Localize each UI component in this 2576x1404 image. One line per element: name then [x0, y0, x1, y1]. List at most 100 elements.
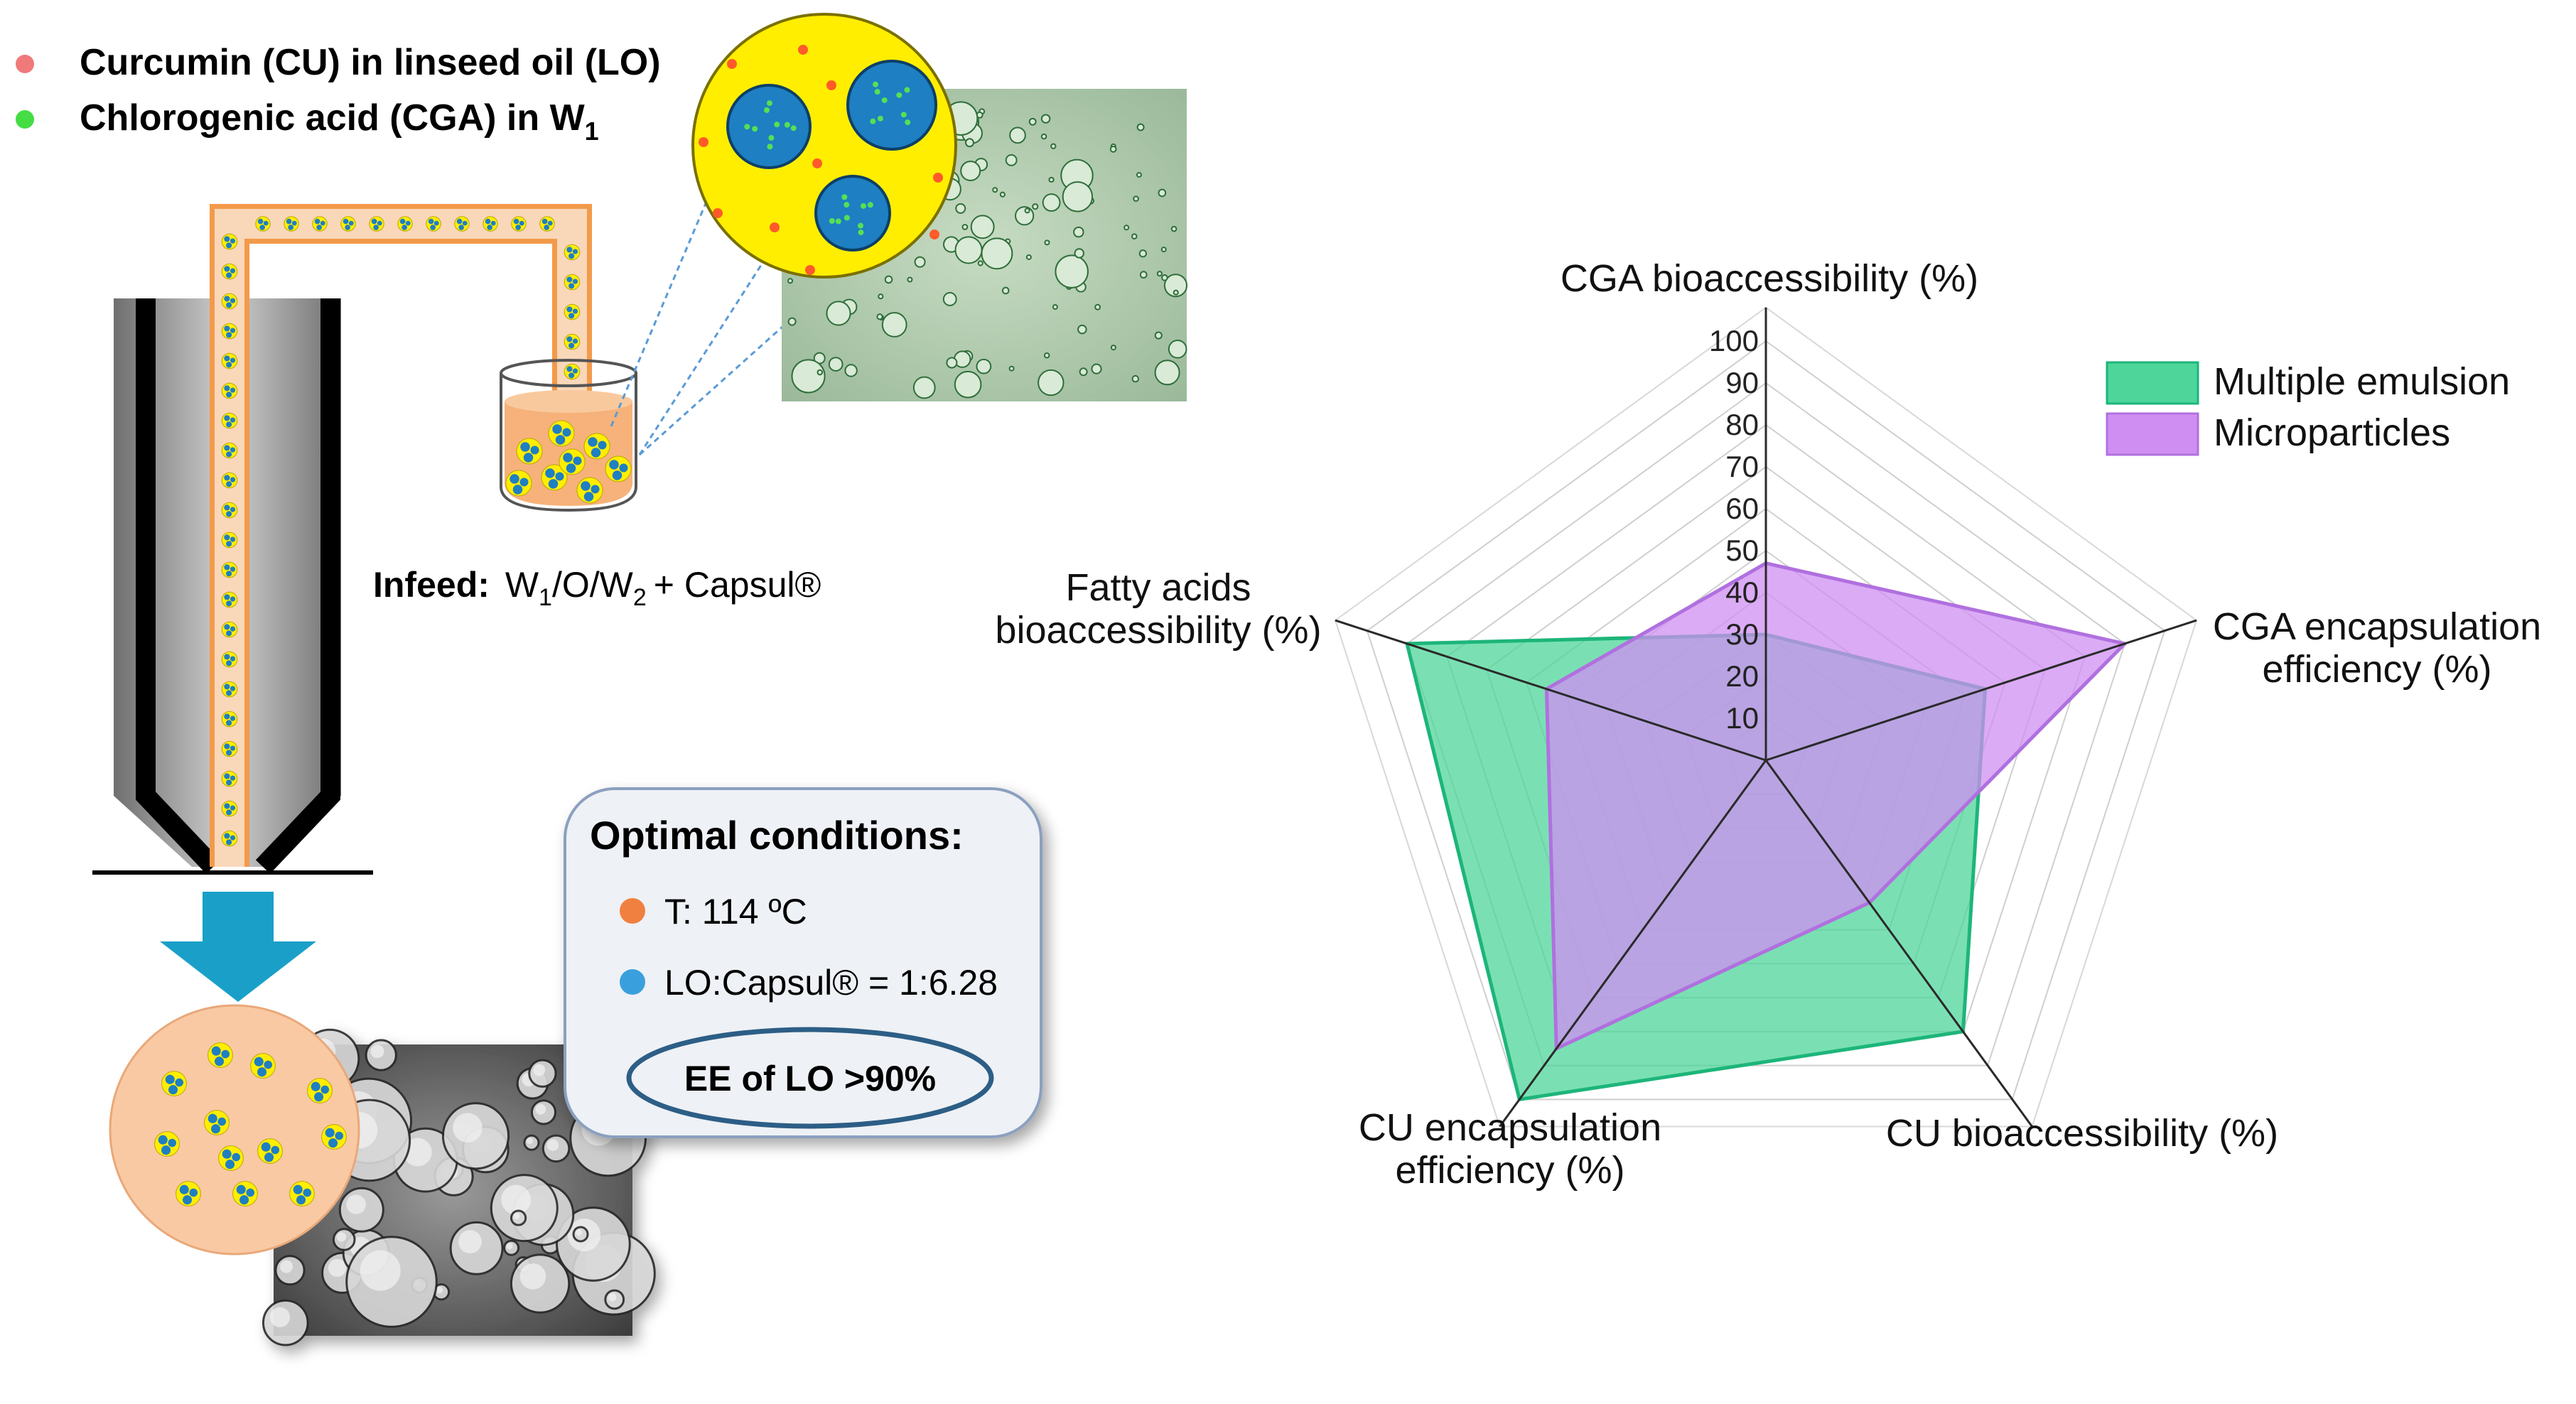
- curcumin-dot: [812, 158, 822, 168]
- composite-droplet-icon: [221, 293, 238, 310]
- radar-tick-label: 40: [1725, 576, 1759, 609]
- optimal-temperature: T: 114 ºC: [664, 892, 807, 932]
- composite-droplet-icon: [426, 216, 441, 232]
- nozzle-wall-left: [136, 298, 221, 874]
- composite-droplet-icon: [221, 323, 238, 340]
- optimal-title: Optimal conditions:: [590, 813, 964, 858]
- composite-droplet-icon: [204, 1110, 230, 1135]
- ratio-dot-icon: [620, 969, 645, 995]
- composite-droplet-icon: [397, 216, 413, 232]
- radar-axis-line: [1764, 760, 2033, 1128]
- curcumin-dot: [933, 173, 943, 183]
- zoom-connectors: [610, 177, 879, 456]
- composite-droplet-icon: [221, 800, 238, 817]
- composite-droplet-icon: [221, 263, 238, 280]
- curcumin-dot: [713, 208, 723, 218]
- curcumin-dot: [798, 45, 808, 55]
- composite-droplet-icon: [250, 1053, 276, 1079]
- composite-droplet-icon: [221, 502, 238, 519]
- microparticle-droplets: [154, 1042, 347, 1206]
- radar-tick-label: 10: [1725, 701, 1759, 735]
- beaker-glass: [500, 373, 637, 512]
- inner-water-droplet: [846, 60, 937, 151]
- beaker-droplets: [505, 420, 632, 504]
- composite-droplet-icon: [321, 1124, 347, 1150]
- nozzle-wall-right: [255, 298, 340, 874]
- composite-droplet-icon: [564, 303, 581, 320]
- composite-droplet-icon: [221, 740, 238, 757]
- composite-droplet-icon: [340, 216, 356, 232]
- curcumin-dot: [929, 230, 939, 239]
- composite-droplet-icon: [307, 1078, 333, 1103]
- microparticle-circle: [109, 1004, 360, 1256]
- radar-axis-line: [1335, 619, 1767, 762]
- microparticle: [109, 1004, 360, 1256]
- curcumin-dot: [805, 265, 815, 275]
- composite-droplet-icon: [176, 1181, 201, 1206]
- beaker: [500, 359, 637, 512]
- ee-text: EE of LO >90%: [684, 1059, 936, 1098]
- composite-droplet-icon: [369, 216, 384, 232]
- composite-droplet-icon: [257, 1138, 283, 1164]
- radar-axis-label: CU bioaccessibility (%): [1886, 1112, 2278, 1155]
- composite-droplet-icon: [218, 1145, 244, 1171]
- radar-tick-label: 70: [1725, 450, 1759, 483]
- composite-droplet-icon: [161, 1071, 187, 1096]
- composite-droplet-icon: [454, 216, 470, 232]
- composite-droplet-icon: [605, 455, 632, 482]
- composite-droplet-icon: [154, 1131, 180, 1157]
- curcumin-dot: [770, 222, 780, 232]
- composite-droplet-icon: [208, 1042, 233, 1068]
- radar-tick-label: 60: [1725, 492, 1759, 525]
- composite-droplet-icon: [564, 274, 581, 291]
- infeed-label: Infeed: W1/O/W2+ Capsul®: [373, 565, 821, 611]
- radar-tick-label: 50: [1725, 534, 1759, 567]
- composite-droplet-icon: [284, 216, 299, 232]
- composite-droplet-icon: [483, 216, 498, 232]
- ee-ellipse: [626, 1027, 994, 1129]
- tube-droplets: [221, 216, 581, 847]
- composite-droplet-icon: [221, 531, 238, 549]
- optimal-ratio: LO:Capsul® = 1:6.28: [664, 963, 998, 1003]
- composite-droplet-icon: [221, 233, 238, 250]
- optimal-box-bg: [564, 787, 1042, 1138]
- composite-droplet-icon: [539, 216, 555, 232]
- legend-cga-text: Chlorogenic acid (CGA) in W1: [80, 97, 599, 146]
- zoom-droplets: [699, 45, 943, 275]
- legend-curcumin-text: Curcumin (CU) in linseed oil (LO): [80, 42, 661, 83]
- radar-tick-label: 30: [1725, 617, 1759, 651]
- composite-droplet-icon: [221, 681, 238, 698]
- curcumin-dot: [699, 137, 708, 147]
- radar-outer-ring: [1334, 306, 2198, 1128]
- radar-tick-label: 100: [1709, 324, 1759, 357]
- inner-water-droplet: [814, 175, 891, 252]
- composite-droplet-icon: [576, 477, 603, 504]
- composite-droplet-icon: [221, 621, 238, 638]
- curcumin-dot: [826, 80, 836, 90]
- composite-droplet-icon: [221, 352, 238, 369]
- composite-droplet-icon: [516, 438, 543, 465]
- radar-grid-ring: [1366, 340, 2166, 1101]
- feed-tube: [210, 204, 592, 867]
- composite-droplet-icon: [564, 363, 581, 380]
- radar-grid-ring: [1406, 382, 2126, 1066]
- legend-swatch: [2106, 361, 2199, 405]
- radar-tick-label: 80: [1725, 408, 1759, 441]
- radar-tick-label: 90: [1725, 366, 1759, 399]
- curcumin-dot-icon: [16, 55, 34, 73]
- composite-droplet-icon: [232, 1181, 258, 1206]
- emulsion-zoom: [691, 13, 957, 279]
- ingredient-legend: Curcumin (CU) in linseed oil (LO) Chloro…: [16, 42, 661, 146]
- optimal-conditions-box: Optimal conditions: T: 114 ºC LO:Capsul®…: [564, 787, 1042, 1138]
- composite-droplet-icon: [255, 216, 271, 232]
- composite-droplet-icon: [511, 216, 527, 232]
- radar-axis-line: [1765, 619, 2197, 762]
- composite-droplet-icon: [564, 333, 581, 350]
- composite-droplet-icon: [541, 464, 568, 491]
- composite-droplet-icon: [221, 591, 238, 608]
- composite-droplet-icon: [564, 244, 581, 261]
